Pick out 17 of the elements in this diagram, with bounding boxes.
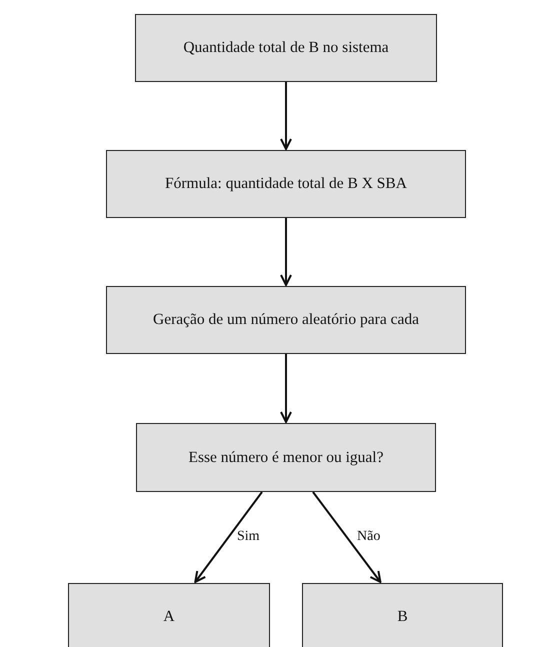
box-label: Geração de um número aleatório para cada bbox=[153, 311, 419, 329]
process-box bbox=[106, 286, 466, 354]
process-box bbox=[68, 583, 270, 647]
process-box bbox=[135, 14, 437, 82]
box-label: A bbox=[163, 608, 175, 626]
box-label: Fórmula: quantidade total de B X SBA bbox=[165, 175, 407, 193]
process-box bbox=[136, 423, 436, 492]
process-box bbox=[106, 150, 466, 218]
arrow bbox=[194, 491, 263, 583]
box-label: B bbox=[397, 608, 408, 626]
arrow bbox=[280, 218, 292, 286]
box-label: Esse número é menor ou igual? bbox=[188, 448, 384, 466]
arrow bbox=[312, 491, 382, 583]
arrow bbox=[280, 354, 292, 423]
box-label: Quantidade total de B no sistema bbox=[183, 39, 389, 57]
process-box bbox=[302, 583, 503, 647]
arrow bbox=[280, 82, 292, 150]
